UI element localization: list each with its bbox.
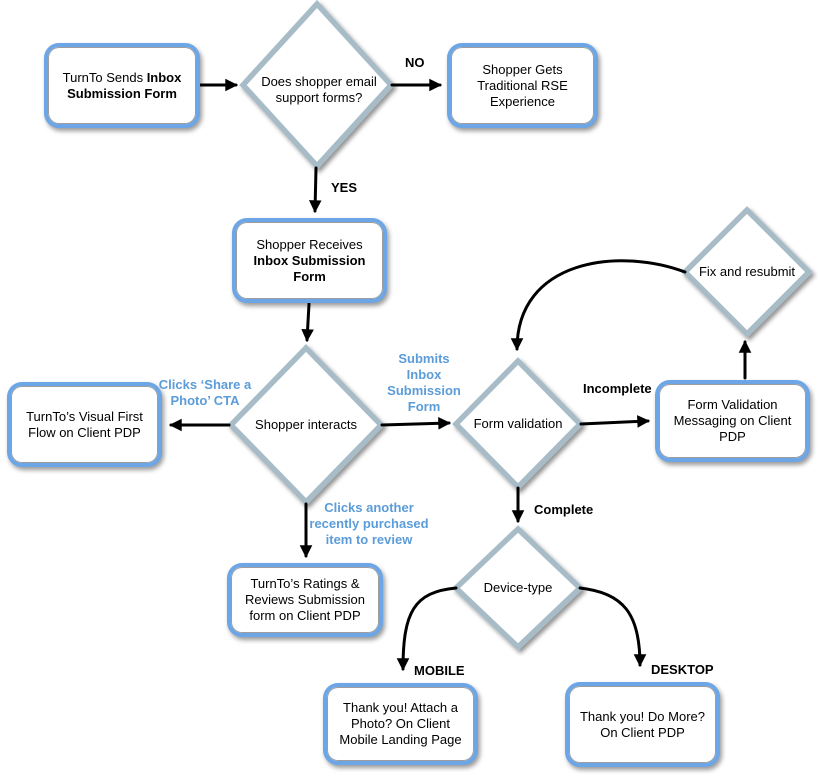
decision-shopper-interacts-label: Shopper interacts: [255, 417, 357, 432]
edge-label-desktop: DESKTOP: [651, 662, 714, 677]
node-visual-first-label: TurnTo’s Visual First Flow on Client PDP: [26, 408, 143, 440]
node-turnto-sends-label: TurnTo Sends Inbox Submission Form: [62, 69, 182, 101]
decision-form-validation-label: Form validation: [473, 416, 563, 431]
edge-label-clicks-share-photo: Clicks ‘Share a Photo’ CTA: [158, 377, 252, 408]
node-shopper-receives-label: Shopper Receives Inbox Submission Form: [253, 236, 366, 284]
decision-email-support-shape: [239, 0, 395, 171]
node-turnto-sends: TurnTo Sends Inbox Submission Form: [44, 43, 200, 128]
edge-label-complete: Complete: [534, 502, 594, 517]
arrow-receives-to-interacts: [301, 302, 314, 342]
arrow-device-to-desktop: [578, 586, 647, 667]
arrow-incomplete-to-messaging: [579, 415, 650, 428]
node-thankyou-desktop: Thank you! Do More? On Client PDP: [565, 682, 720, 767]
node-ratings-reviews-label: TurnTo’s Ratings & Reviews Submission fo…: [245, 576, 365, 623]
decision-fix-resubmit-shape: [681, 206, 813, 338]
node-visual-first: TurnTo’s Visual First Flow on Client PDP: [7, 382, 162, 467]
node-thankyou-mobile-label: Thank you! Attach a Photo? On Client Mob…: [339, 700, 462, 747]
edge-label-clicks-another: Clicks another recently purchased item t…: [309, 500, 429, 547]
edge-label-incomplete: Incomplete: [583, 381, 652, 396]
arrow-fix-to-validation: [510, 259, 687, 351]
node-thankyou-desktop-label: Thank you! Do More? On Client PDP: [579, 708, 705, 740]
arrow-interacts-to-validation: [380, 417, 451, 430]
edge-label-no: NO: [405, 55, 425, 70]
decision-shopper-interacts-shape: [227, 344, 385, 506]
node-thankyou-mobile: Thank you! Attach a Photo? On Client Mob…: [323, 683, 478, 765]
edge-label-yes: YES: [331, 180, 358, 195]
node-shopper-gets-rse-label: Shopper Gets Traditional RSE Experience: [477, 61, 568, 109]
edge-label-mobile: MOBILE: [414, 663, 465, 678]
node-ratings-reviews: TurnTo’s Ratings & Reviews Submission fo…: [227, 563, 383, 637]
decision-fix-resubmit-label: Fix and resubmit: [698, 264, 796, 279]
node-form-validation-messaging-label: Form Validation Messaging on Client PDP: [673, 397, 792, 444]
arrow-yes-to-receives: [308, 166, 322, 213]
decision-email-support-label: Does shopper email support forms?: [261, 74, 377, 105]
node-shopper-receives: Shopper Receives Inbox Submission Form: [232, 218, 387, 303]
decision-device-type-label: Device-type: [483, 580, 553, 595]
node-shopper-gets-rse: Shopper Gets Traditional RSE Experience: [447, 43, 598, 128]
edge-label-submits-inbox: Submits Inbox Submission Form: [387, 351, 461, 414]
arrow-device-to-mobile: [396, 586, 458, 671]
decision-device-type-shape: [452, 525, 584, 651]
node-form-validation-messaging: Form Validation Messaging on Client PDP: [655, 380, 810, 462]
